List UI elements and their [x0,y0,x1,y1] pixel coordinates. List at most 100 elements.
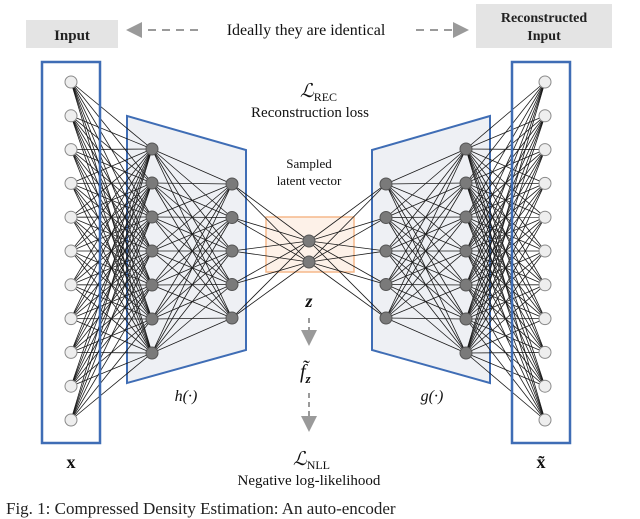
network-node [225,311,239,325]
network-edge [231,183,310,263]
network-node [64,345,78,359]
network-node [538,75,552,89]
network-edge [385,317,467,320]
network-edge [151,183,233,320]
network-edge [70,148,153,252]
network-edge [70,148,153,218]
network-node [459,278,473,292]
network-edge [465,183,546,354]
input-x-label: x [67,452,76,472]
network-node [64,109,78,123]
network-node [64,413,78,427]
network-edge [70,284,153,421]
network-node [379,177,393,191]
network-edge [465,115,546,354]
network-edge [385,148,467,218]
network-edge [465,352,546,354]
network-node [538,312,552,326]
network-node [64,75,78,89]
network-edge [465,81,546,184]
network-node [64,312,78,326]
network-edge [70,148,153,319]
network-edge [70,148,153,286]
network-edge [70,250,153,421]
network-node [145,142,159,156]
network-node [145,312,159,326]
figure-caption: Fig. 1: Compressed Density Estimation: A… [6,499,396,518]
network-node [225,211,239,224]
network-node [538,210,552,224]
input-frame [40,60,102,445]
network-edge [465,284,546,354]
network-edge [70,148,153,184]
network-edge [70,148,153,387]
network-node [459,312,473,326]
network-node [538,278,552,292]
network-edge [70,352,153,421]
network-node [225,177,239,191]
network-edge [465,81,546,320]
reconstructed-header-box [476,4,612,48]
network-edges [70,81,546,421]
latent-variable-z: z [304,291,312,311]
network-node [538,143,552,157]
network-edge [308,183,387,263]
network-edge [385,148,467,319]
network-edge [465,149,546,354]
output-x-tilde-label: x̃ [537,452,546,472]
input-header-box [26,20,118,48]
network-edge [231,240,310,319]
network-node [459,346,473,360]
network-edge [385,284,467,319]
network-node [379,244,393,258]
network-node [459,244,473,258]
network-node [379,311,393,325]
network-edge [465,81,546,354]
network-edge [385,317,467,354]
network-edge [151,183,233,286]
network-edge [308,183,387,242]
network-edge [151,284,233,354]
network-edge [151,183,233,218]
nll-loss-caption: Negative log-likelihood [238,473,381,489]
network-node [459,142,473,156]
network-edge [465,81,546,218]
network-node [538,244,552,258]
network-edge [308,240,387,285]
network-edge [465,318,546,354]
network-node [302,255,316,269]
network-edge [231,261,310,319]
network-node [538,345,552,359]
input-header-label: Input [54,28,90,44]
network-edge [465,81,546,286]
identical-note: Ideally they are identical [227,22,386,39]
network-edge [70,148,153,421]
network-edge [231,240,310,252]
output-frame [510,60,572,445]
decoder-function-label: g(·) [421,388,444,405]
network-edge [308,261,387,319]
network-node [145,244,159,258]
network-edge [151,183,233,354]
network-edge [465,352,546,421]
network-edge [70,81,153,150]
network-edge [151,182,233,185]
network-node [64,244,78,258]
network-edge [385,182,467,319]
network-edge [231,240,310,285]
network-edge [385,148,467,185]
network-edge [385,148,467,285]
network-nodes [64,75,552,427]
network-edge [465,81,546,252]
network-edge [151,250,233,354]
nll-loss-symbol: ℒNLL [293,449,330,472]
network-node [145,176,159,190]
network-edge [308,217,387,242]
network-edge [70,115,153,150]
network-edge [308,217,387,263]
network-edge [70,148,153,150]
network-edge [308,261,387,285]
network-edge [231,217,310,263]
network-edge [231,261,310,285]
